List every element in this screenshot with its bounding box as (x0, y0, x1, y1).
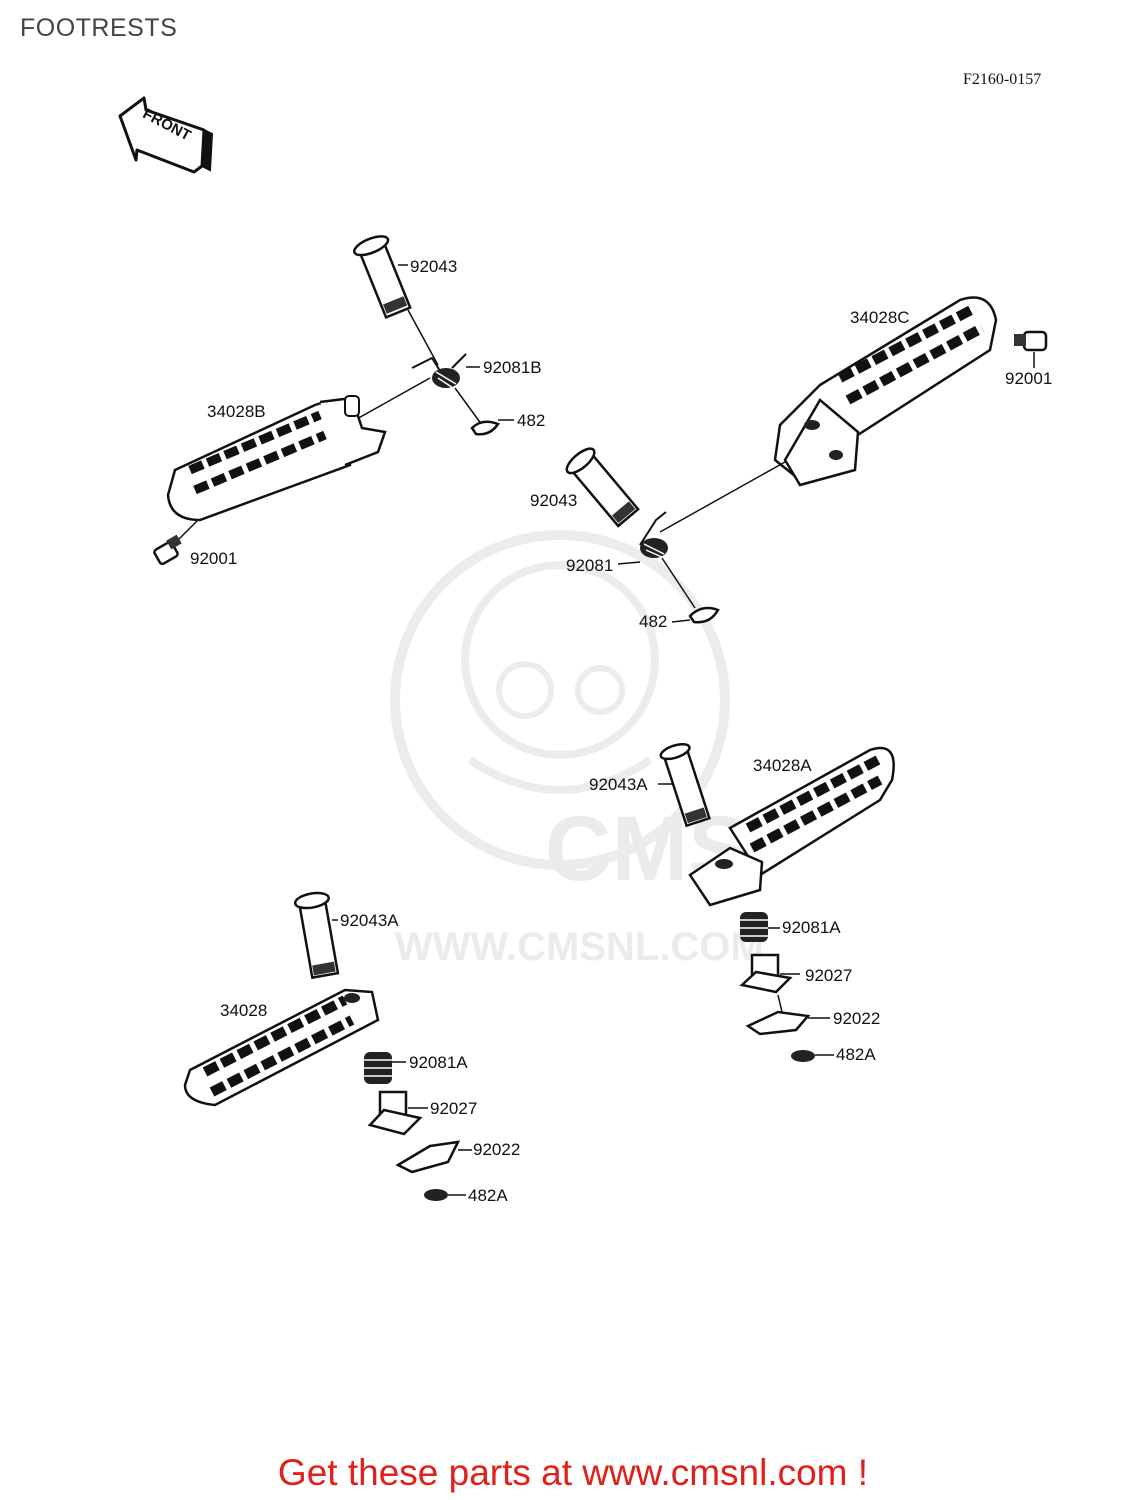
bracket-92027-left (367, 1090, 423, 1136)
washer-482A-left (424, 1189, 448, 1201)
label-482-top: 482 (517, 411, 545, 430)
footrest-34028A (688, 746, 895, 907)
bolt-92001-left (153, 534, 182, 566)
label-92043A-left: 92043A (340, 911, 399, 930)
washer-482A-right (791, 1050, 815, 1062)
spring-92081 (639, 511, 668, 559)
clip-482-top (470, 420, 500, 436)
label-92081B: 92081B (483, 358, 542, 377)
leader-lines (332, 264, 834, 1196)
label-92081A-right: 92081A (782, 918, 841, 937)
label-92043-top: 92043 (410, 257, 457, 276)
label-92001-left: 92001 (190, 549, 237, 568)
plate-92022-right (745, 1010, 811, 1036)
watermark-url: WWW.CMSNL.COM (395, 925, 764, 969)
exploded-parts-diagram: CMS WWW.CMSNL.COM FRONT (118, 96, 1052, 1205)
plate-92022-left (395, 1140, 461, 1174)
label-482A-left: 482A (468, 1186, 508, 1205)
label-92022-left: 92022 (473, 1140, 520, 1159)
label-92043A-right: 92043A (589, 775, 648, 794)
page-title: FOOTRESTS (20, 14, 178, 42)
pin-92043-top (352, 235, 412, 319)
pin-92043-mid (565, 447, 640, 528)
label-92027-right: 92027 (805, 966, 852, 985)
label-34028C: 34028C (850, 308, 910, 327)
footrest-34028B (166, 395, 387, 522)
spring-92081B (411, 353, 467, 391)
label-92081: 92081 (566, 556, 613, 575)
spring-92081A-right (740, 912, 768, 942)
footrest-34028C (773, 296, 998, 487)
label-34028A: 34028A (753, 756, 812, 775)
figure-code: F2160-0157 (963, 71, 1042, 88)
label-92001-right: 92001 (1005, 369, 1052, 388)
label-92022-right: 92022 (833, 1009, 880, 1028)
clip-482-mid (688, 606, 720, 624)
label-34028: 34028 (220, 1001, 267, 1020)
label-34028B: 34028B (207, 402, 266, 421)
footer-link[interactable]: Get these parts at www.cmsnl.com ! (277, 1452, 869, 1493)
bolt-92001-right (1014, 330, 1048, 352)
label-92043-mid: 92043 (530, 491, 577, 510)
label-482A-right: 482A (836, 1045, 876, 1064)
label-92027-left: 92027 (430, 1099, 477, 1118)
pin-92043A-right (659, 742, 711, 828)
front-arrow-icon: FRONT (118, 96, 214, 174)
bracket-92027-right (739, 953, 793, 994)
label-482-mid: 482 (639, 612, 667, 631)
pin-92043A-left (293, 891, 340, 980)
footrest-34028 (183, 988, 380, 1107)
spring-92081A-left (364, 1052, 392, 1084)
label-92081A-left: 92081A (409, 1053, 468, 1072)
